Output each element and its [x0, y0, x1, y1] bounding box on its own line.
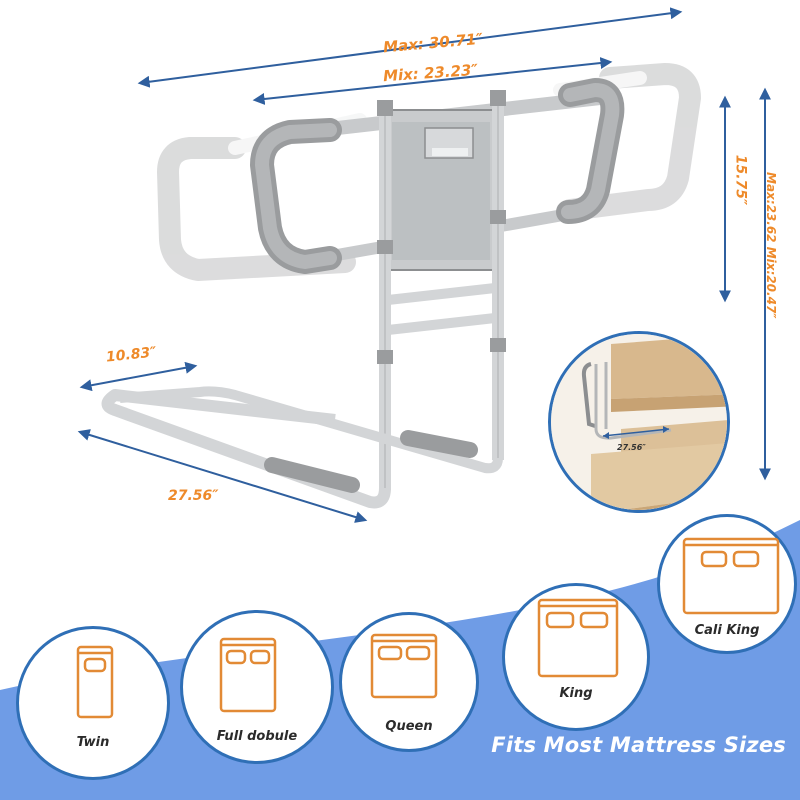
mattress-size-cali-king: Cali King [657, 514, 797, 654]
twin-label: Twin [76, 735, 110, 750]
mattress-inset-view: 27.56″ [548, 331, 730, 513]
cali-king-label: Cali King [694, 623, 760, 638]
arrow-min-width [252, 57, 613, 105]
cali-king-bed-icon [682, 537, 780, 615]
label-base-length: 27.56″ [168, 488, 219, 504]
mattress-size-queen: Queen [339, 612, 479, 752]
tagline: Fits Most Mattress Sizes [491, 733, 786, 757]
queen-label: Queen [385, 719, 433, 734]
label-total-height: Max:23.62 Mix:20.47″ [764, 172, 778, 319]
mattress-size-full: Full dobule [180, 610, 334, 764]
full-label: Full dobule [216, 729, 298, 744]
queen-bed-icon [370, 633, 438, 699]
twin-bed-icon [76, 645, 114, 719]
king-bed-icon [537, 598, 619, 678]
king-label: King [559, 686, 593, 701]
label-height: 15.75″ [732, 154, 749, 206]
mattress-size-twin: Twin [16, 626, 170, 780]
arrow-base-width [79, 361, 198, 392]
mattress-size-king: King [502, 583, 650, 731]
arrow-base-length [77, 429, 368, 523]
inset-illustration [551, 334, 727, 510]
inset-length-label: 27.56″ [617, 443, 646, 452]
full-bed-icon [219, 637, 277, 713]
arrow-max-width [137, 7, 683, 88]
